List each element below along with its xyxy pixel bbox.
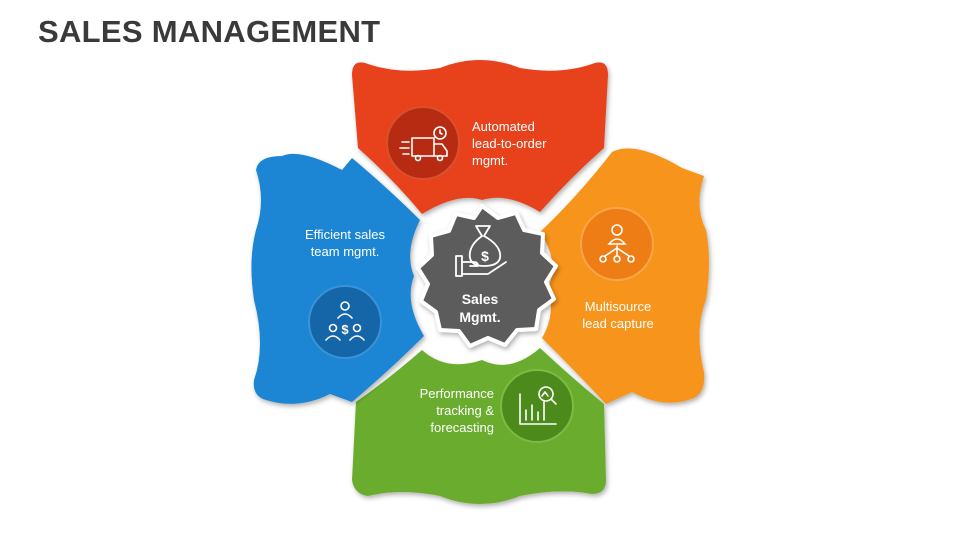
- segment-left: [251, 153, 424, 404]
- bottom-icon-circle: [500, 369, 574, 443]
- center-label: Sales Mgmt.: [430, 290, 530, 326]
- center-label-line2: Mgmt.: [459, 309, 501, 325]
- chart-magnifier-icon: [519, 386, 557, 425]
- delivery-truck-clock-icon: [399, 126, 448, 162]
- money-bag-hand-icon: $: [455, 225, 507, 277]
- label-right: Multisource lead capture: [568, 298, 668, 332]
- label-bottom-line3: forecasting: [430, 420, 494, 435]
- page-title: SALES MANAGEMENT: [38, 14, 381, 49]
- label-left-line2: team mgmt.: [310, 244, 380, 259]
- label-left-line1: Efficient sales: [305, 227, 385, 242]
- label-right-line2: lead capture: [582, 316, 654, 331]
- label-left: Efficient sales team mgmt.: [290, 226, 400, 260]
- label-bottom-line2: tracking &: [436, 403, 494, 418]
- person-network-icon: [599, 224, 635, 263]
- svg-text:$: $: [341, 322, 349, 337]
- label-top: Automated lead-to-order mgmt.: [472, 118, 592, 169]
- label-top-line1: Automated: [472, 119, 535, 134]
- team-dollar-icon: $: [325, 301, 365, 341]
- center-label-line1: Sales: [461, 291, 499, 307]
- label-bottom-line1: Performance: [419, 386, 494, 401]
- label-top-line3: mgmt.: [472, 153, 509, 168]
- label-bottom: Performance tracking & forecasting: [396, 385, 494, 436]
- center-starburst: [416, 204, 558, 348]
- svg-text:$: $: [481, 248, 489, 264]
- label-right-line1: Multisource: [584, 299, 652, 314]
- label-top-line2: lead-to-order: [472, 136, 547, 151]
- top-icon-circle: [386, 106, 460, 180]
